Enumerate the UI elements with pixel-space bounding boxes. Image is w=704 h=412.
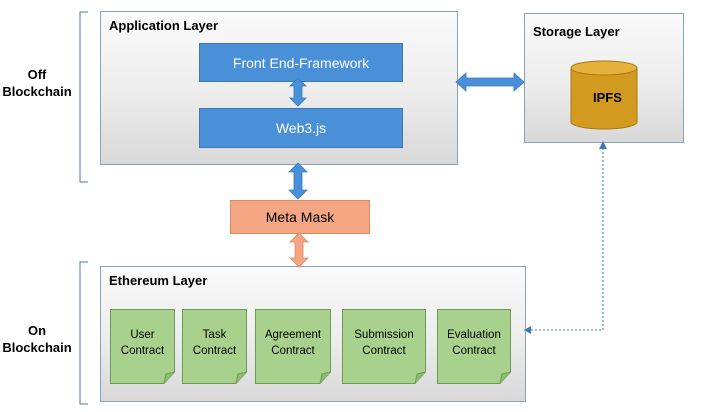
contract-document-icon [437,309,511,384]
application-layer-box: Application Layer Front End-Framework We… [100,11,458,165]
meta-mask-box: Meta Mask [230,200,370,234]
contract-label-line2: Contract [192,345,237,357]
ethereum-layer-box: Ethereum Layer User Contract Task Contra… [100,266,526,402]
ipfs-label: IPFS [593,90,622,105]
contract-label-line2: Contract [271,345,315,357]
evaluation-contract: Evaluation Contract [437,309,511,384]
ethereum-layer-title: Ethereum Layer [109,273,208,288]
on-blockchain-label: On Blockchain [2,322,72,356]
off-blockchain-label: Off Blockchain [2,66,72,100]
on-label-line2: Blockchain [2,340,72,355]
off-blockchain-brace [79,11,88,183]
contract-label-line2: Contract [120,345,165,357]
contract-document-icon [182,309,247,384]
storage-layer-title: Storage Layer [533,24,620,39]
contract-document-icon [255,309,331,384]
app-metamask-arrow [288,162,308,200]
on-blockchain-brace [79,261,88,405]
contract-label-line1: Task [202,329,227,341]
contract-label-line1: Submission [354,329,414,341]
storage-ethereum-dotted-line [530,148,604,331]
contract-document-icon [110,309,175,384]
storage-layer-box: Storage Layer IPFS [524,13,684,143]
application-layer-title: Application Layer [109,18,219,33]
web3js-box: Web3.js [199,108,403,148]
task-contract: Task Contract [182,309,247,384]
app-storage-arrow [455,72,525,92]
off-label-line1: Off [27,67,47,82]
submission-contract: Submission Contract [342,309,426,384]
on-label-line1: On [27,323,47,338]
metamask-ethereum-arrow [289,232,309,268]
contract-document-icon [342,309,426,384]
contract-label-line1: Agreement [264,329,322,341]
user-contract: User Contract [110,309,175,384]
contract-label-line1: User [130,329,155,341]
ipfs-cylinder-icon [570,60,638,130]
contract-label-line1: Evaluation [447,329,501,341]
front-end-framework-box: Front End-Framework [199,43,403,82]
contract-label-line2: Contract [362,345,406,357]
agreement-contract: Agreement Contract [255,309,331,384]
off-label-line2: Blockchain [2,84,72,99]
contract-label-line2: Contract [452,345,496,357]
